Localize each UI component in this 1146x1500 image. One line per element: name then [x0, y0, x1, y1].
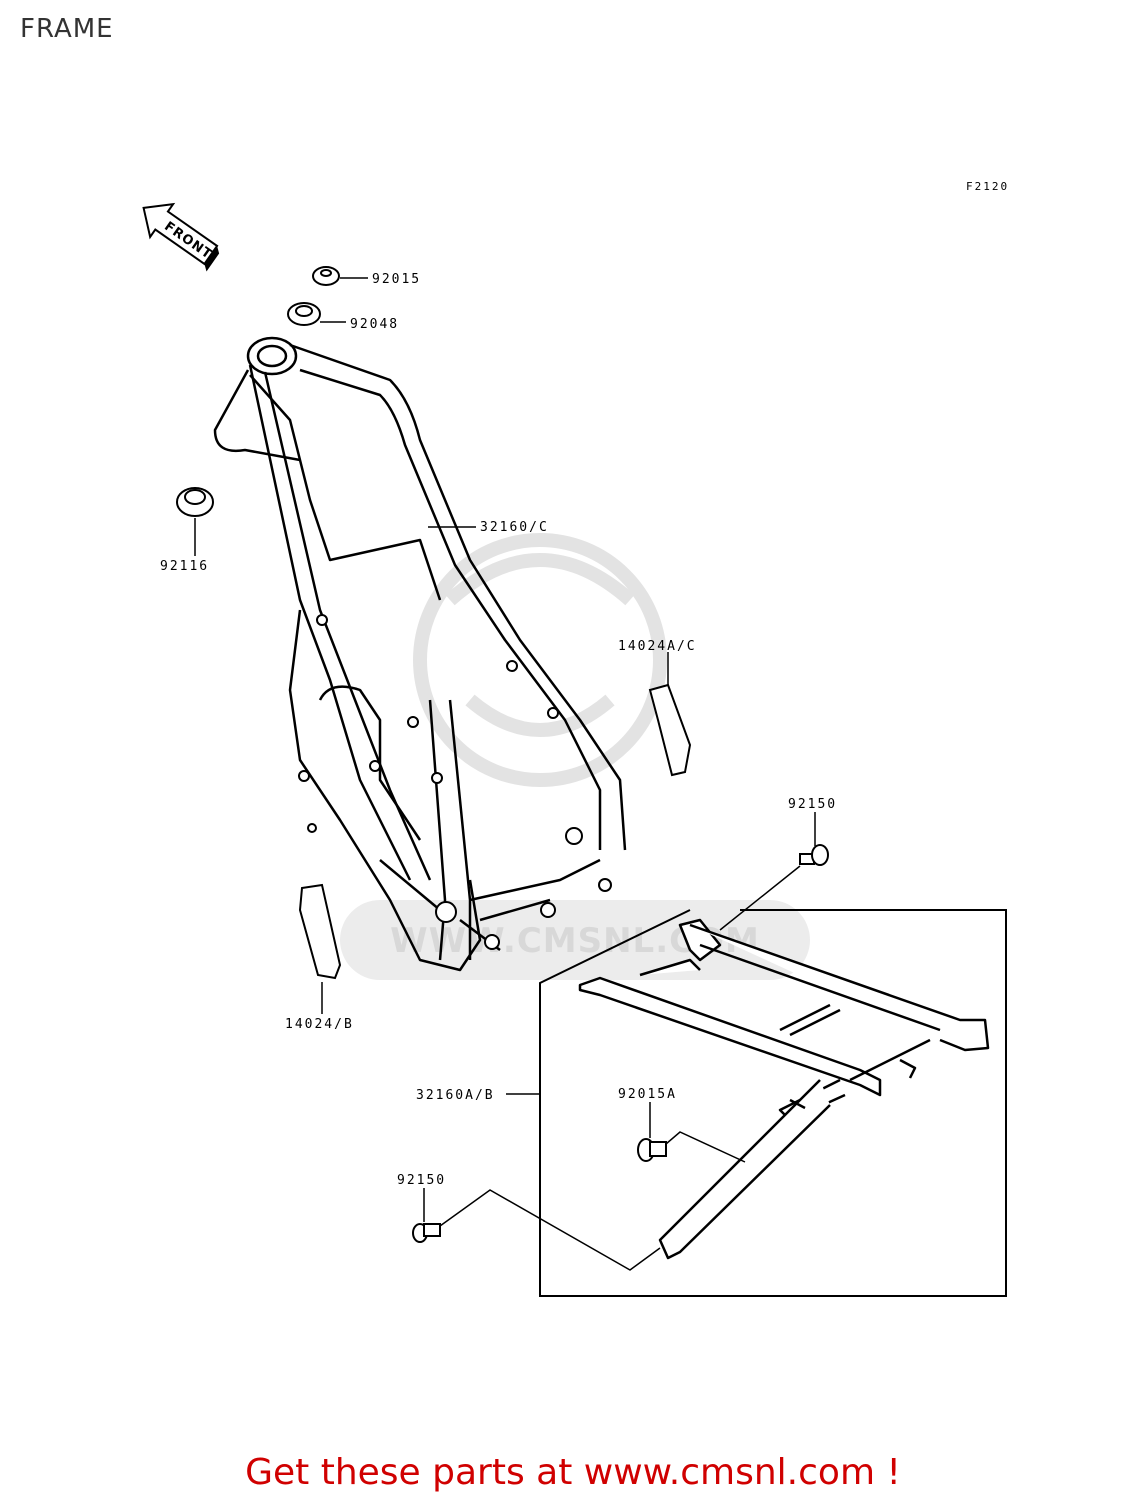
frame-bolt-holes: [298, 614, 612, 950]
callout-92116: 92116: [160, 559, 209, 574]
page-title: FRAME: [20, 14, 114, 44]
front-arrow-icon: FRONT: [142, 202, 220, 272]
watermark-banner: [340, 900, 810, 980]
callout-92015a: 92015A: [618, 1087, 677, 1102]
callout-32160c: 32160/C: [480, 520, 549, 535]
callout-92150-bottom: 92150: [397, 1173, 446, 1188]
bearing-92048-icon: [287, 302, 321, 326]
callout-92048: 92048: [350, 317, 399, 332]
callout-32160ab: 32160A/B: [416, 1088, 495, 1103]
figure-code: F2120: [966, 180, 1009, 193]
nut-92015-icon: [312, 266, 340, 286]
callout-14024b: 14024/B: [285, 1017, 354, 1032]
bolt-92015a-icon: [637, 1138, 667, 1162]
callout-92015: 92015: [372, 272, 421, 287]
guard-14024b: [298, 883, 342, 980]
guard-14024ac: [648, 683, 692, 777]
callout-92150-top: 92150: [788, 797, 837, 812]
main-frame-32160c: [213, 336, 627, 972]
bolt-92150-bottom-icon: [412, 1223, 441, 1243]
watermark-logo: [413, 533, 667, 787]
callout-14024ac: 14024A/C: [618, 639, 697, 654]
subframe-32160ab: [578, 918, 990, 1260]
cta-link[interactable]: Get these parts at www.cmsnl.com !: [245, 1452, 901, 1493]
cta-banner[interactable]: Get these parts at www.cmsnl.com !: [0, 1452, 1146, 1493]
bolt-92150-top-icon: [799, 844, 829, 866]
leader-lines: [194, 277, 816, 1271]
bearing-92116-icon: [176, 487, 214, 517]
subframe-detail-box: [539, 909, 1007, 1297]
